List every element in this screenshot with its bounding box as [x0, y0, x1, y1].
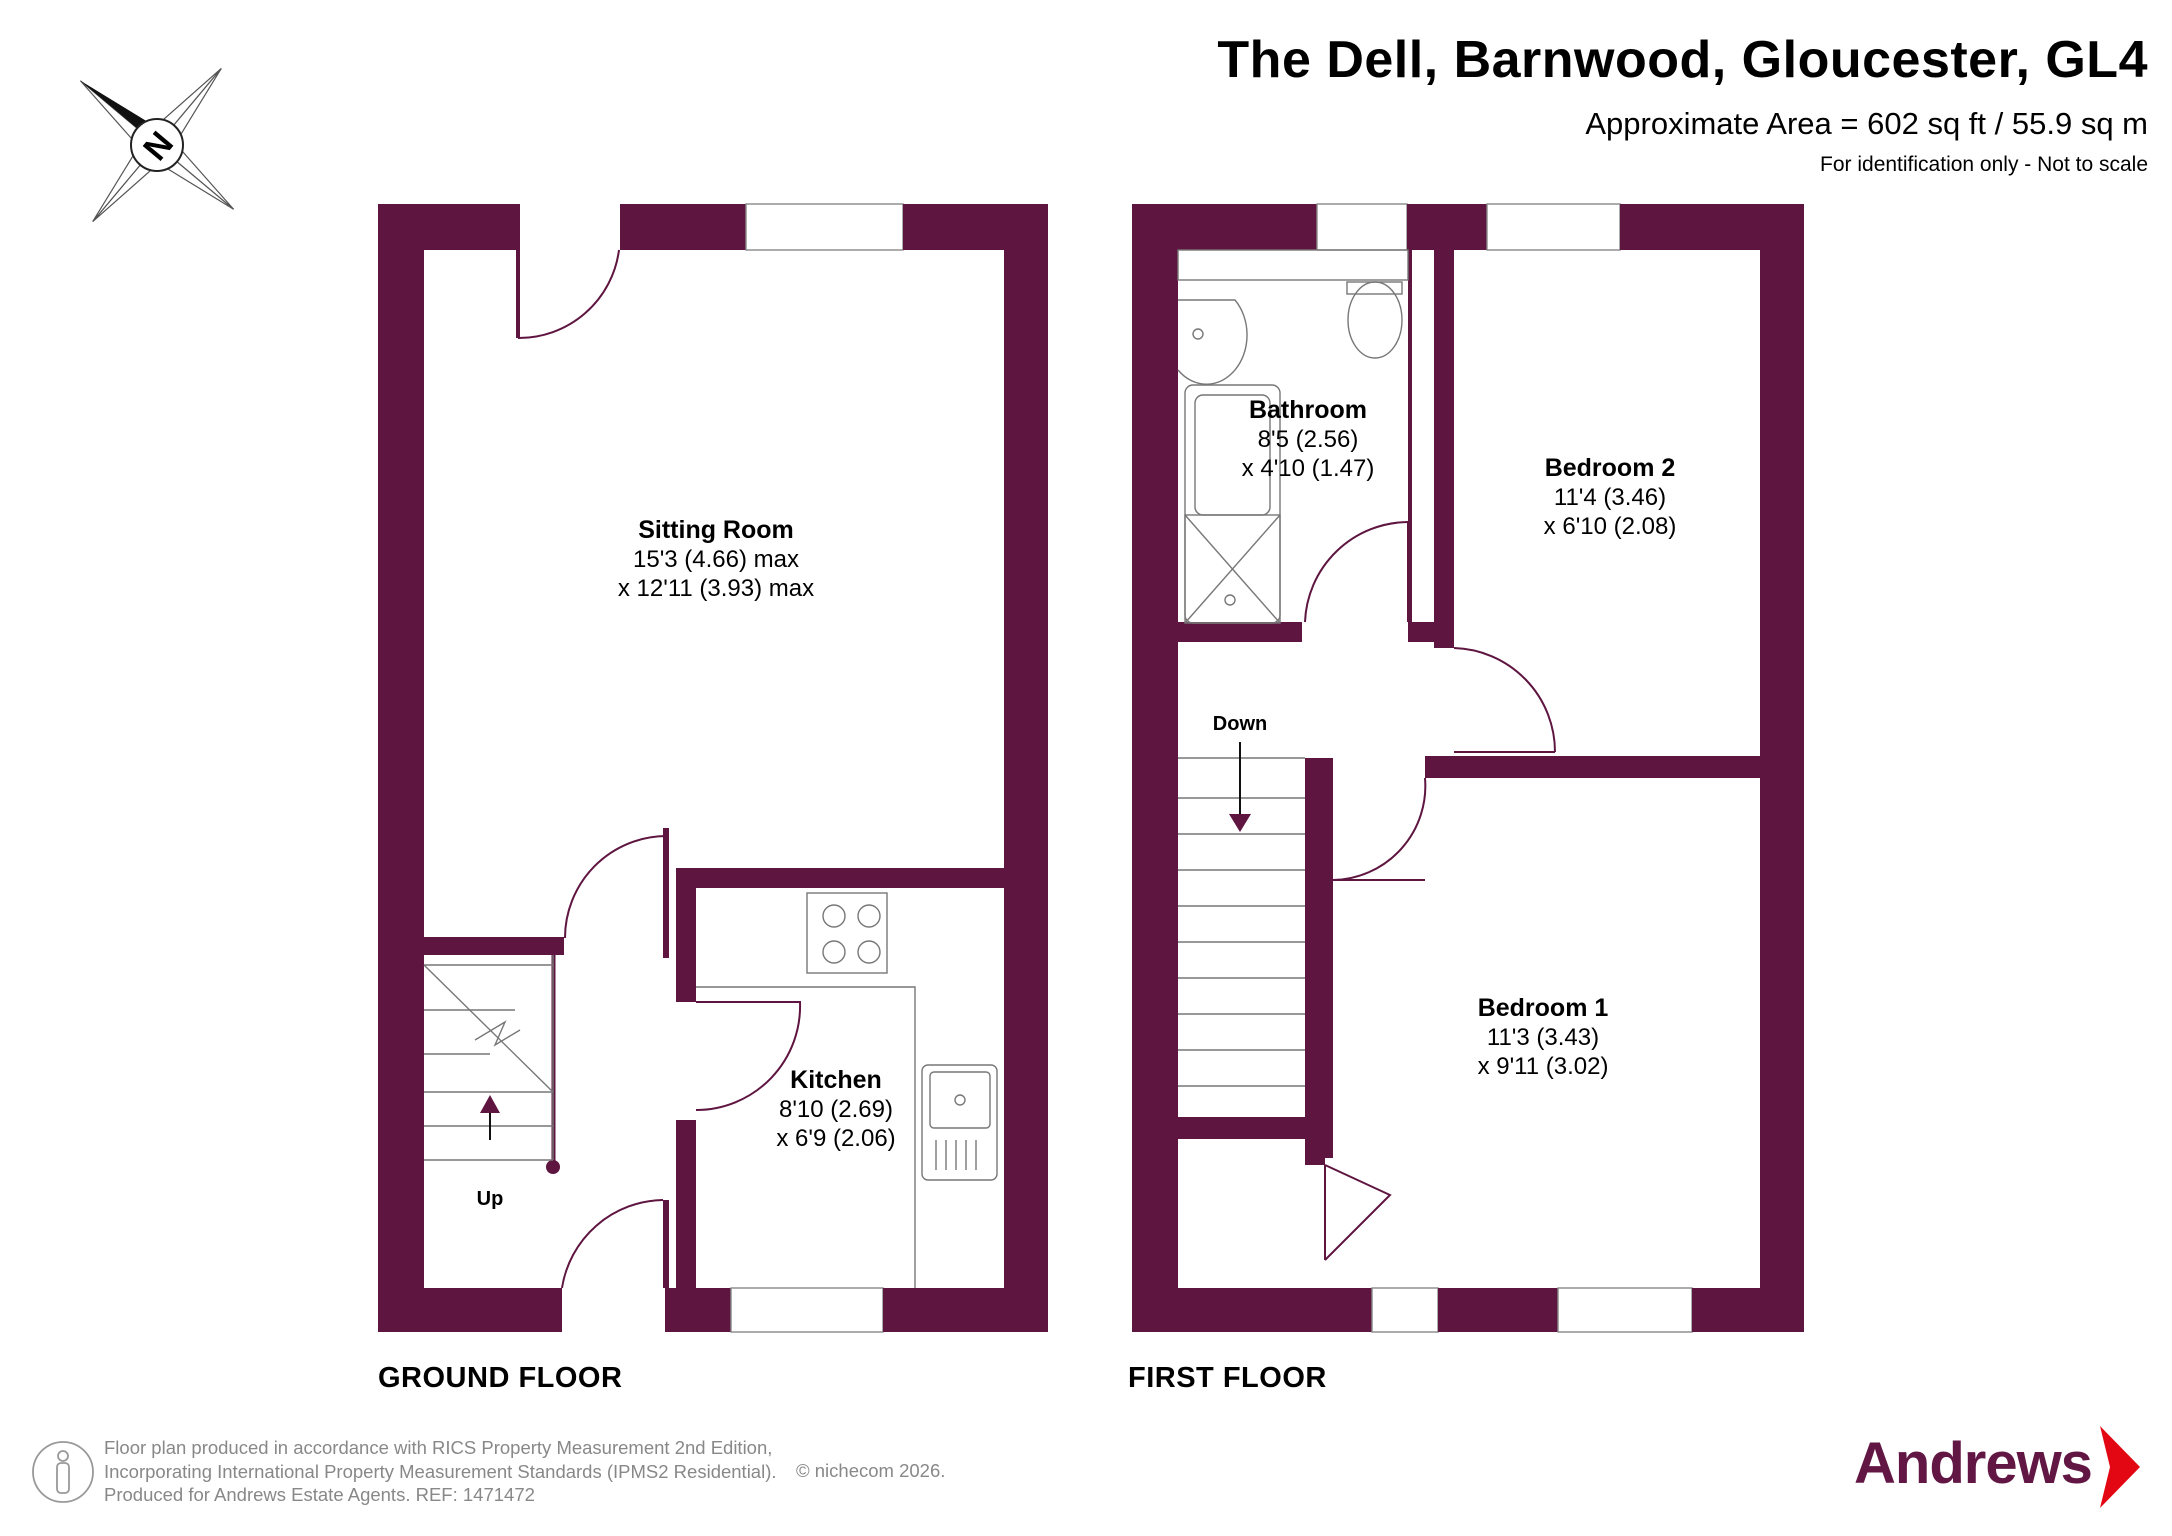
- stairs-up-label: Up: [476, 1188, 504, 1210]
- property-title: The Dell, Barnwood, Gloucester, GL4: [1217, 31, 2148, 89]
- room-label-bedroom-2: Bedroom 2 11'4 (3.46) x 6'10 (2.08): [1543, 454, 1677, 540]
- copyright-text: © nichecom 2026.: [796, 1460, 946, 1481]
- footer-line-1: Floor plan produced in accordance with R…: [104, 1437, 773, 1458]
- room-label-bedroom-1: Bedroom 1 11'3 (3.43) x 9'11 (3.02): [1477, 994, 1609, 1080]
- brand-logo-text: Andrews: [1854, 1431, 2093, 1496]
- footer-line-2: Incorporating International Property Mea…: [104, 1460, 777, 1482]
- stairs-down-label: Down: [1212, 713, 1268, 735]
- person-scale-icon: [32, 1441, 94, 1503]
- first-floor-label: FIRST FLOOR: [1128, 1362, 1327, 1394]
- footer-notes: Floor plan produced in accordance with R…: [104, 1436, 777, 1507]
- first-floor-plan: [1132, 203, 1804, 1333]
- room-label-kitchen: Kitchen 8'10 (2.69) x 6'9 (2.06): [776, 1066, 896, 1152]
- andrews-chevron-icon: [2100, 1426, 2140, 1508]
- room-label-sitting-room: Sitting Room 15'3 (4.66) max x 12'11 (3.…: [617, 516, 815, 602]
- ground-floor-label: GROUND FLOOR: [378, 1362, 623, 1394]
- north-arrow-icon: [130, 118, 184, 172]
- footer-line-3: Produced for Andrews Estate Agents. REF:…: [104, 1484, 535, 1505]
- room-label-bathroom: Bathroom 8'5 (2.56) x 4'10 (1.47): [1241, 396, 1375, 482]
- approximate-area: Approximate Area = 602 sq ft / 55.9 sq m: [1585, 106, 2148, 141]
- ground-floor-plan: [378, 203, 1048, 1333]
- identification-note: For identification only - Not to scale: [1820, 153, 2148, 176]
